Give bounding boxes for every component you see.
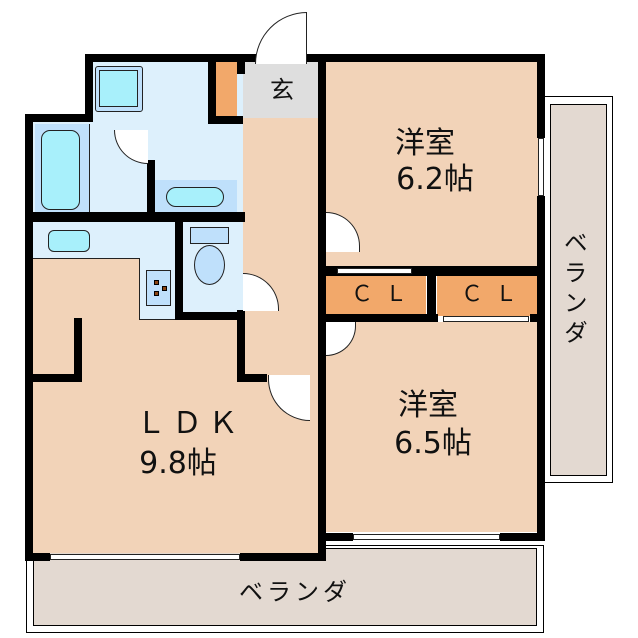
room-western-2 — [320, 322, 538, 532]
western-room-2-size: 6.5帖 — [394, 426, 472, 461]
closet-2 — [437, 276, 538, 316]
toilet-icon — [194, 245, 225, 285]
veranda-right — [543, 96, 613, 483]
veranda-right-label: ベランダ — [559, 230, 588, 350]
western-room-1-size: 6.2帖 — [396, 162, 474, 197]
washing-machine-icon — [95, 66, 143, 112]
stove-icon — [146, 270, 171, 306]
closet-2-label: ＣＬ — [460, 282, 529, 307]
closet-door-icon — [443, 316, 529, 322]
bathtub-icon — [41, 130, 80, 210]
washbasin-icon — [166, 187, 224, 207]
entrance-door-icon[interactable] — [255, 12, 307, 64]
ldk-size: 9.8帖 — [139, 446, 217, 481]
closet-1-label: ＣＬ — [350, 282, 419, 307]
western-room-2-sliding-window-icon — [353, 534, 500, 540]
closet-1 — [326, 276, 426, 316]
western-room-1-label: 洋室 — [395, 126, 455, 161]
veranda-bottom-label: ベランダ — [239, 578, 351, 606]
entrance-label: 玄 — [270, 76, 294, 104]
ldk-sliding-window-icon — [50, 554, 240, 560]
western-room-1-sliding-window-icon — [538, 138, 544, 196]
closet-door-icon — [337, 268, 412, 274]
shoe-closet — [215, 62, 237, 117]
ldk-label: ＬＤＫ — [136, 406, 244, 441]
kitchen-sink-icon — [48, 230, 90, 252]
western-room-2-label: 洋室 — [398, 388, 458, 423]
toilet-tank-icon — [190, 227, 229, 244]
room-entrance — [243, 62, 320, 118]
